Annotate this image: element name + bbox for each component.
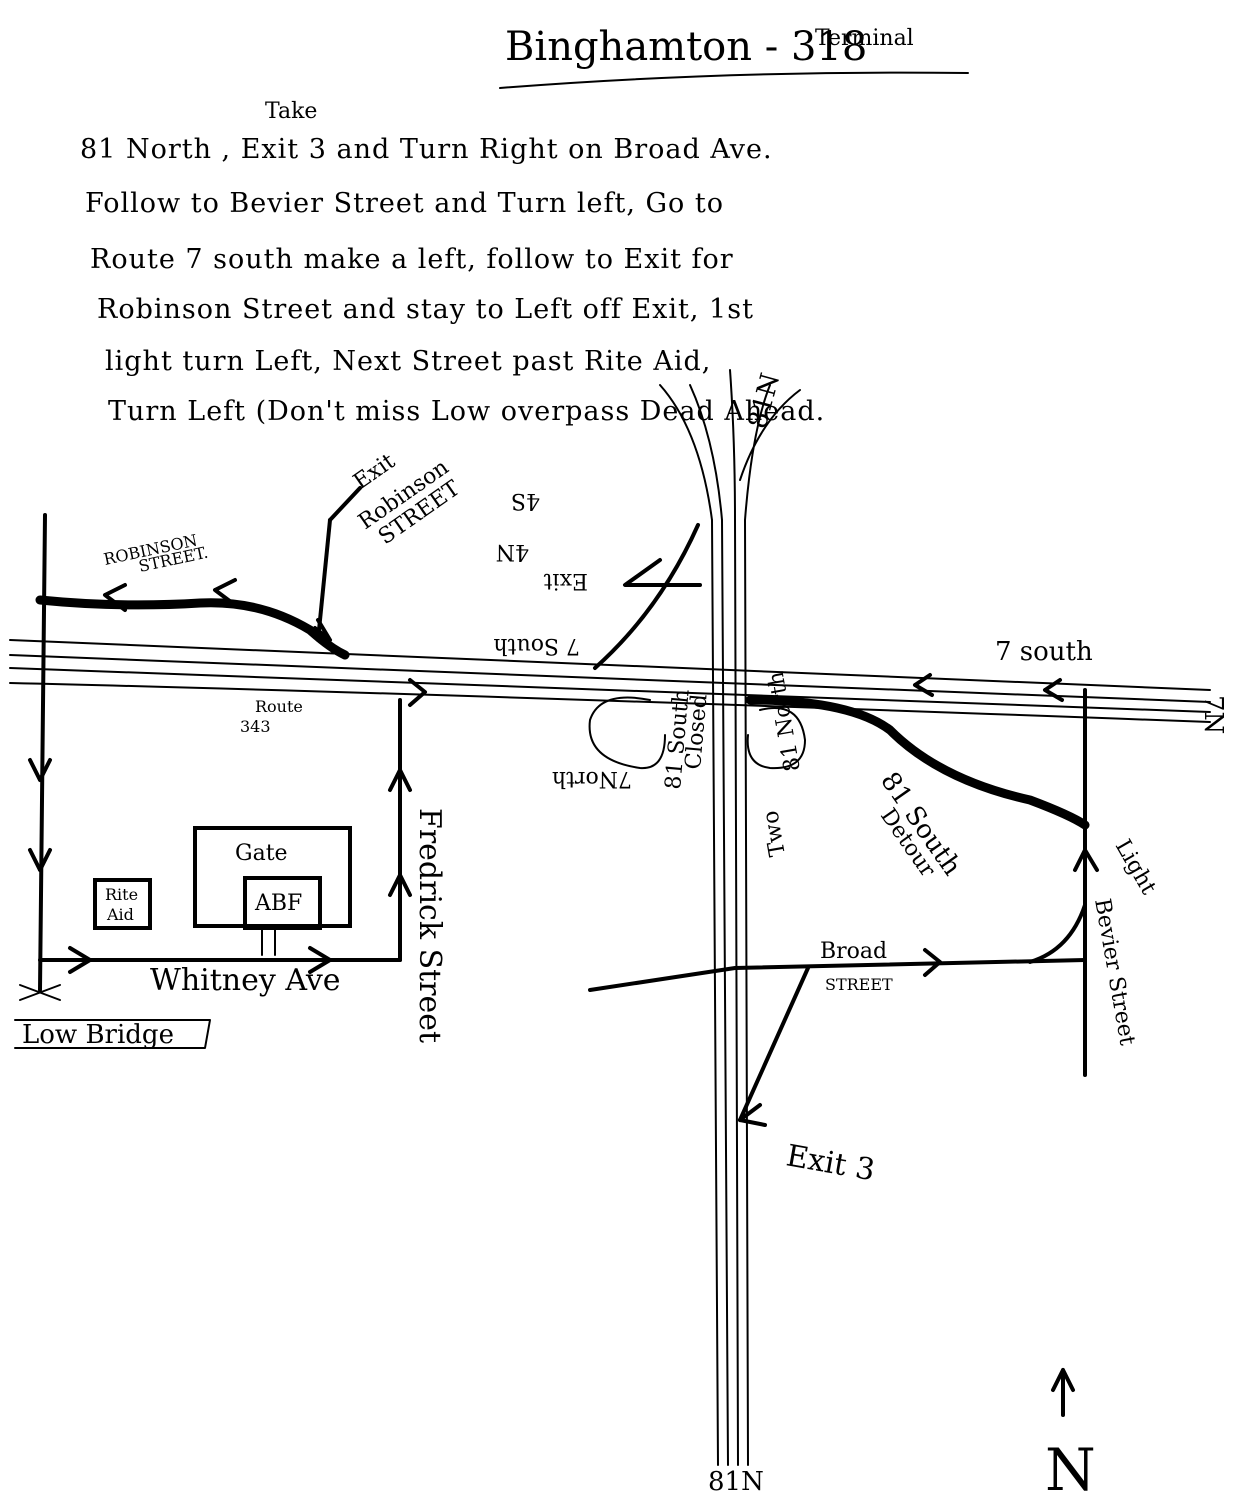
broad-street-road: [588, 958, 1087, 992]
label-exit-3: Exit 3: [784, 1138, 878, 1188]
title-suffix: Terminal: [815, 26, 914, 51]
exit-4-ramp: [623, 558, 702, 587]
direction-arrows: [28, 578, 1099, 1417]
arrow-left-street: [28, 758, 52, 782]
arrow-robinson-st-2: [103, 583, 127, 612]
title-underline: [499, 71, 969, 89]
bevier-to-broad-curve: [1028, 903, 1087, 964]
label-rite-aid-2: Aid: [106, 905, 134, 924]
label-abf: ABF: [254, 891, 302, 916]
direction-line-3: Route 7 south make a left, follow to Exi…: [90, 244, 734, 275]
exit-robinson-pointer: [328, 486, 362, 522]
label-broad-street-2: STREET: [825, 975, 893, 994]
arrow-whitney-2: [68, 946, 92, 974]
low-bridge-x: [19, 984, 61, 1001]
rt7-edge-1: [9, 639, 1211, 691]
direction-line-2: Follow to Bevier Street and Turn left, G…: [85, 188, 724, 219]
detour-path: [745, 695, 1090, 830]
arrow-whitney: [308, 946, 332, 974]
abf-building: [243, 876, 322, 930]
i81-lane-2: [721, 519, 729, 1466]
label-exit-4: Exit: [543, 568, 588, 593]
arrow-7-east: [408, 678, 427, 707]
i81-lane-1: [711, 519, 719, 1466]
label-7-south-upper: 7 South: [494, 633, 581, 658]
i81-lane-3: [734, 519, 739, 1466]
arrow-bevier: [1073, 848, 1099, 872]
arrow-7-south-mid: [913, 673, 934, 697]
label-broad-street-1: Broad: [820, 939, 887, 964]
abf-driveway: [261, 929, 276, 956]
directions-text: Take 81 North , Exit 3 and Turn Right on…: [80, 99, 825, 427]
arrow-exit-robinson: [313, 618, 332, 642]
local-streets: [14, 513, 402, 1049]
label-north: N: [1045, 1436, 1096, 1504]
arrow-fredrick-up-2: [388, 768, 412, 792]
label-bevier-street: Bevier Street: [1089, 897, 1139, 1048]
title-block: Binghamton - 318 Terminal: [499, 24, 969, 89]
label-gate: Gate: [235, 841, 288, 866]
label-rite-aid-1: Rite: [105, 885, 138, 904]
direction-line-5: light turn Left, Next Street past Rite A…: [105, 346, 711, 377]
exit-ramp-to-7-south: [593, 523, 700, 670]
rt7-edge-4: [9, 682, 1211, 723]
label-7n: 7N: [1198, 695, 1228, 734]
label-81n-bottom: 81N: [708, 1467, 764, 1497]
map-labels: Exit Robinson STREET ROBINSON STREET. 7 …: [22, 370, 1228, 1504]
label-7-north: 7North: [552, 766, 632, 791]
loop-east: [746, 707, 806, 770]
arrow-broad: [923, 948, 942, 977]
label-fredrick-street: Fredrick Street: [412, 808, 447, 1043]
arrow-robinson-st: [213, 578, 237, 607]
i81-lane-4: [744, 519, 749, 1466]
label-7-south: 7 south: [995, 637, 1093, 667]
title: Binghamton - 318: [505, 24, 867, 70]
label-low-bridge: Low Bridge: [22, 1020, 174, 1050]
interstate-81: [659, 369, 801, 1466]
direction-insert-take: Take: [265, 99, 317, 124]
i81-north-fan: [659, 369, 801, 521]
north-arrow-icon: [1051, 1368, 1075, 1417]
label-two: Two: [758, 809, 791, 859]
left-street: [38, 513, 47, 992]
direction-line-1: 81 North , Exit 3 and Turn Right on Broa…: [80, 134, 773, 165]
label-closed: Closed: [681, 693, 712, 770]
rite-aid-building: [93, 878, 152, 930]
arrow-left-street-2: [28, 848, 52, 872]
label-light: Light: [1110, 836, 1161, 900]
direction-line-6: Turn Left (Don't miss Low overpass Dead …: [108, 396, 825, 427]
label-route-343-num: 343: [240, 717, 271, 736]
arrow-exit-3: [738, 1103, 767, 1127]
low-bridge-box: [14, 1019, 211, 1049]
rt7-edge-3: [9, 667, 1211, 713]
loop-west: [588, 696, 666, 770]
label-whitney-ave: Whitney Ave: [150, 963, 341, 998]
label-exit-4-south: 4S: [511, 488, 540, 513]
interchange-loops: [588, 696, 806, 770]
label-route-343: Route: [255, 697, 303, 716]
arrow-fredrick-up: [388, 873, 412, 897]
exit-3-ramp: [738, 966, 810, 1122]
arrow-7-south-east: [1043, 678, 1064, 702]
direction-line-4: Robinson Street and stay to Left off Exi…: [97, 294, 754, 325]
label-exit-4-north: 4N: [496, 539, 529, 564]
buildings: [93, 826, 352, 956]
